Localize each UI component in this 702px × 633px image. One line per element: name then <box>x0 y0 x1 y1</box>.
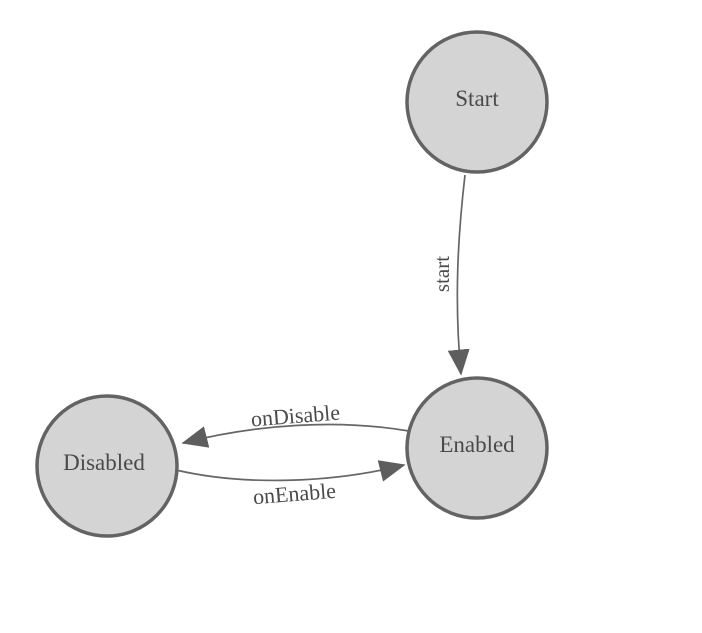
state-node-disabled[interactable]: Disabled <box>35 394 179 538</box>
transition-label-start: start <box>430 256 454 292</box>
state-node-enabled[interactable]: Enabled <box>405 376 549 520</box>
state-circle-enabled[interactable] <box>405 376 549 520</box>
transition-path-onenable[interactable] <box>175 460 406 482</box>
transition-label-ondisable: onDisable <box>250 400 341 432</box>
transition-label-onenable: onEnable <box>252 478 337 509</box>
state-label-disabled: Disabled <box>63 450 145 475</box>
state-label-enabled: Enabled <box>439 432 515 457</box>
transition-disabled-to-enabled[interactable]: onEnable <box>175 460 406 509</box>
transition-start-to-enabled[interactable]: start <box>430 174 470 376</box>
state-circle-disabled[interactable] <box>35 394 179 538</box>
state-node-start[interactable]: Start <box>405 30 549 174</box>
transition-path-start[interactable] <box>447 174 470 376</box>
transition-enabled-to-disabled[interactable]: onDisable <box>181 400 410 448</box>
state-circle-start[interactable] <box>405 30 549 174</box>
state-label-start: Start <box>455 86 499 111</box>
transition-path-ondisable[interactable] <box>181 423 410 448</box>
